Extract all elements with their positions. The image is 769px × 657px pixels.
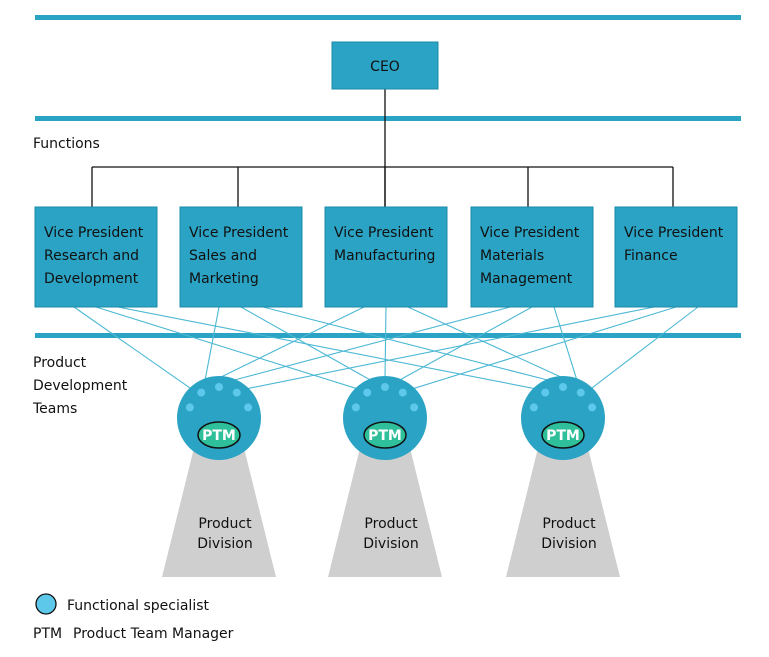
product-division-label: Division xyxy=(197,536,252,552)
product-division-shape xyxy=(162,440,276,577)
team-connection-line xyxy=(204,306,220,381)
team-connection-line xyxy=(384,306,387,379)
team-circle xyxy=(521,376,605,460)
team-connection-line xyxy=(232,306,511,381)
functional-specialist-dot xyxy=(185,403,194,412)
team-connection-line xyxy=(398,306,533,381)
product-teams: PTM PTM PTM xyxy=(177,376,605,460)
team-connection-line xyxy=(412,306,677,390)
functional-specialist-icon xyxy=(35,593,57,615)
vice-president-box xyxy=(179,206,303,308)
legend: Functional specialist PTM Product Team M… xyxy=(33,593,234,642)
team-connection-line xyxy=(73,306,192,390)
product-division-label: Division xyxy=(541,536,596,552)
vice-president-label: Vice President xyxy=(480,225,580,241)
product-division-label: Product xyxy=(364,516,418,532)
team-connection-line xyxy=(407,306,564,379)
teams-label-line: Teams xyxy=(32,401,77,417)
team-connection-line xyxy=(218,306,365,379)
ceo-band xyxy=(35,116,741,121)
legend-specialist-label: Functional specialist xyxy=(67,598,210,614)
ceo-label: CEO xyxy=(370,59,400,75)
ceo-node: CEO xyxy=(331,41,439,90)
product-team: PTM xyxy=(177,376,261,460)
vice-president-label: Vice President xyxy=(624,225,724,241)
functional-specialist-dot xyxy=(588,403,597,412)
team-circle xyxy=(343,376,427,460)
functional-specialist-dot xyxy=(398,388,407,397)
legend-ptm-desc: Product Team Manager xyxy=(73,626,234,642)
team-connection-line xyxy=(262,306,550,381)
vice-president-box xyxy=(324,206,448,308)
vice-president-label: Management xyxy=(480,271,573,287)
vice-president-label: Research and xyxy=(44,248,139,264)
ptm-badge xyxy=(197,421,241,449)
vice-president-label: Finance xyxy=(624,248,678,264)
team-connection-lines xyxy=(73,306,699,390)
product-division-shape xyxy=(328,440,442,577)
ptm-label: PTM xyxy=(546,428,580,444)
team-circle xyxy=(177,376,261,460)
product-division-label: Division xyxy=(363,536,418,552)
teams-label-line: Development xyxy=(33,378,128,394)
product-division-shape xyxy=(506,440,620,577)
functional-specialist-dot xyxy=(244,403,253,412)
team-connection-line xyxy=(590,306,699,390)
vice-president-label: Vice President xyxy=(189,225,289,241)
functional-specialist-dot xyxy=(410,403,419,412)
vice-president-label: Manufacturing xyxy=(334,248,435,264)
product-division-label: Product xyxy=(542,516,596,532)
vice-president-box xyxy=(34,206,158,308)
vice-president-label: Materials xyxy=(480,248,544,264)
functional-specialist-dot xyxy=(215,383,223,391)
org-chart-connectors xyxy=(91,89,674,207)
vice-president-label: Development xyxy=(44,271,139,287)
functional-specialist-dot xyxy=(529,403,538,412)
ptm-label: PTM xyxy=(368,428,402,444)
product-divisions: ProductDivisionProductDivisionProductDiv… xyxy=(162,440,620,577)
functional-specialist-dot xyxy=(541,388,550,397)
team-connection-line xyxy=(246,306,655,390)
vice-president-label: Marketing xyxy=(189,271,259,287)
top-band xyxy=(35,15,741,20)
functional-specialist-dot xyxy=(197,388,206,397)
teams-label-line: Product xyxy=(33,355,87,371)
team-connection-line xyxy=(95,306,358,390)
vice-president-label: Vice President xyxy=(44,225,144,241)
product-team: PTM xyxy=(521,376,605,460)
product-team: PTM xyxy=(343,376,427,460)
ptm-badge xyxy=(541,421,585,449)
functional-specialist-dot xyxy=(363,388,372,397)
ptm-label: PTM xyxy=(202,428,236,444)
functional-specialist-dot xyxy=(232,388,241,397)
team-connection-line xyxy=(117,306,536,390)
vice-president-box xyxy=(614,206,738,308)
team-connection-line xyxy=(553,306,578,381)
vice-president-label: Vice President xyxy=(334,225,434,241)
functional-specialist-dot xyxy=(559,383,567,391)
functions-label: Functions xyxy=(33,136,100,152)
legend-ptm-abbr: PTM xyxy=(33,626,62,642)
product-division-label: Product xyxy=(198,516,252,532)
functional-specialist-dot xyxy=(381,383,389,391)
teams-band xyxy=(35,333,741,338)
vice-president-label: Sales and xyxy=(189,248,257,264)
functional-specialist-dot xyxy=(576,388,585,397)
functional-specialist-dot xyxy=(351,403,360,412)
ptm-badge xyxy=(363,421,407,449)
vice-president-box xyxy=(470,206,594,308)
teams-label: Product Development Teams xyxy=(32,355,128,417)
